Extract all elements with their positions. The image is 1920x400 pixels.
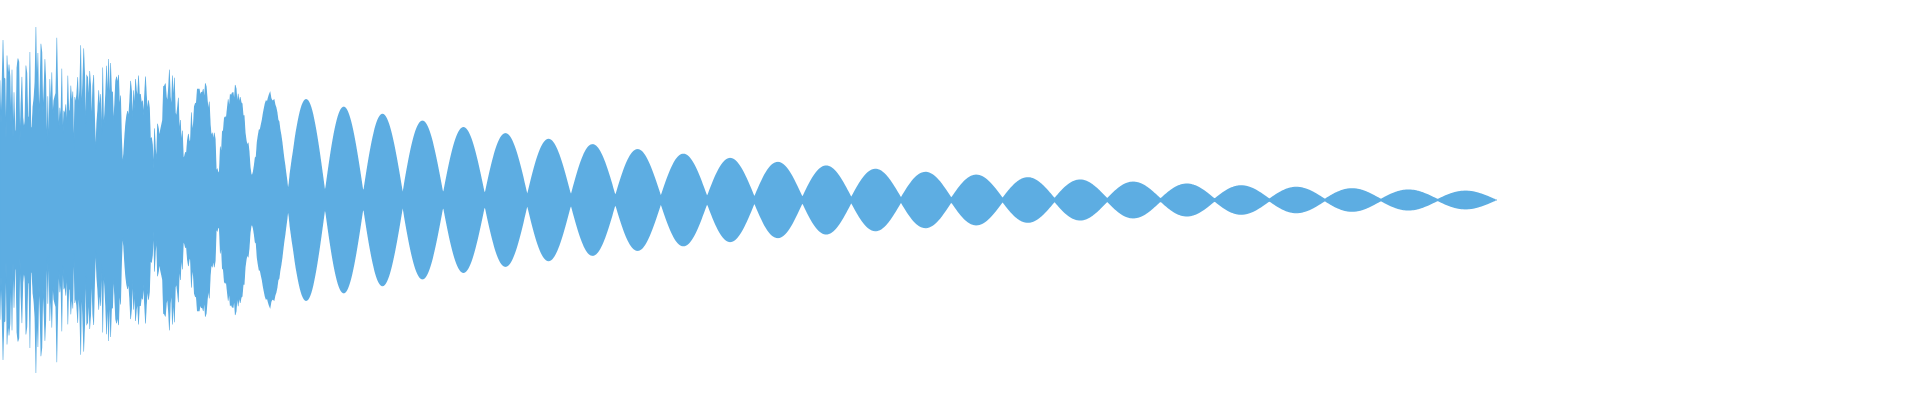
waveform-envelope xyxy=(0,26,1496,374)
waveform-body xyxy=(0,26,1497,374)
